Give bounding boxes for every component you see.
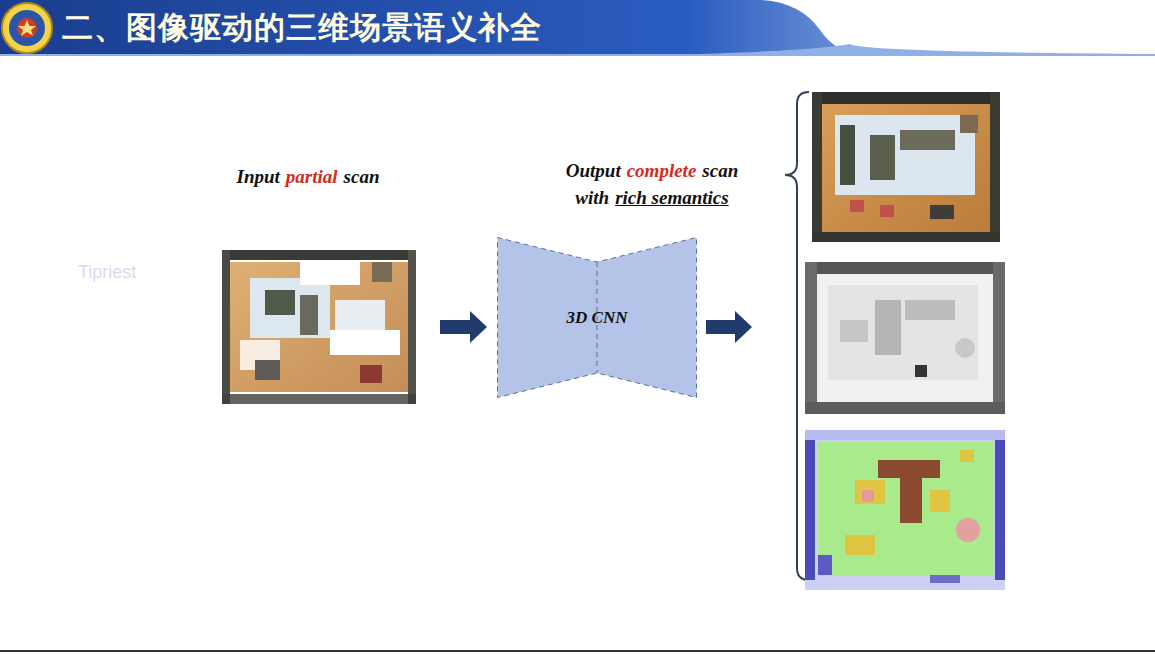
caption-word: Output [566, 160, 621, 182]
illustration-part [880, 205, 894, 217]
illustration-part [222, 250, 416, 260]
illustration-part [300, 295, 318, 335]
illustration-part [255, 360, 280, 380]
caption-line: Output completescan [566, 160, 738, 182]
illustration-part [805, 430, 1005, 590]
illustration-part [818, 442, 994, 576]
illustration-part [408, 250, 416, 404]
illustration-part [812, 92, 1000, 104]
illustration-part [840, 320, 868, 342]
illustration-part [900, 478, 922, 523]
illustration-part [956, 518, 980, 542]
illustration-part [805, 262, 1005, 414]
illustration-part [0, 650, 1155, 652]
illustration-part [840, 125, 855, 185]
illustration-part [960, 115, 978, 133]
caption-word: scan [702, 160, 738, 182]
caption-word: rich semantics [615, 187, 728, 209]
illustration-part [805, 430, 1005, 590]
illustration-part [915, 365, 927, 377]
illustration-part [812, 232, 1000, 242]
illustration-part [990, 92, 1000, 242]
illustration-part [812, 92, 822, 242]
watermark: Tipriest [78, 262, 136, 283]
illustration-part [706, 320, 736, 334]
illustration-part [0, 0, 860, 54]
illustration-part [0, 44, 1155, 56]
illustration-part [222, 250, 230, 404]
encoder-decoder [498, 238, 697, 398]
illustration-part [993, 262, 1005, 414]
illustration-part [470, 311, 487, 343]
illustration-part [805, 262, 817, 414]
illustration-part [265, 290, 295, 315]
illustration-part [805, 440, 815, 580]
illustration-part [818, 555, 832, 575]
illustration-part [845, 535, 875, 555]
illustration-part [805, 262, 1005, 274]
illustration-part [440, 320, 471, 334]
illustration-part [735, 311, 752, 343]
slide-title: 二、图像驱动的三维场景语义补全 [62, 7, 542, 49]
illustration-part [828, 285, 978, 380]
illustration-part [855, 480, 885, 504]
illustration-part [930, 490, 950, 512]
illustration-part [955, 338, 975, 358]
illustration-part [905, 300, 955, 320]
cnn-block: 3D CNN [497, 237, 697, 398]
illustration-part [930, 575, 960, 583]
illustration-part [250, 278, 330, 338]
illustration-part [960, 450, 974, 462]
illustration-part [805, 402, 1005, 414]
illustration-part [805, 262, 1005, 414]
illustration-part [900, 130, 955, 150]
caption-word: complete [627, 160, 697, 182]
illustration-part [805, 430, 1005, 440]
illustration-part [18, 20, 36, 36]
illustration-part [222, 250, 416, 404]
caption-word: Input [237, 166, 280, 188]
illustration-part [9, 10, 45, 46]
illustration-part [878, 460, 940, 478]
caption-word: scan [344, 166, 380, 188]
illustration-part [222, 250, 416, 404]
illustration-part [835, 115, 975, 195]
caption-word: with [575, 187, 609, 209]
illustration-part [360, 365, 382, 383]
illustration-part [862, 490, 874, 502]
illustration-part [812, 92, 1000, 242]
illustration-part [850, 200, 864, 212]
caption-line: Input partial scan [237, 166, 380, 188]
illustration-part [330, 330, 400, 355]
illustration-part [995, 440, 1005, 580]
illustration-part [812, 92, 1000, 242]
illustration-part [222, 394, 416, 404]
illustration-part [875, 300, 901, 355]
illustration-part [930, 205, 954, 219]
illustration-part [372, 262, 392, 282]
illustration-part [870, 135, 895, 180]
caption-word: partial [286, 166, 338, 188]
node-label: 3D CNN [567, 308, 628, 328]
illustration-part [2, 3, 52, 53]
caption-line: with rich semantics [575, 187, 728, 209]
illustration-part [17, 18, 37, 38]
